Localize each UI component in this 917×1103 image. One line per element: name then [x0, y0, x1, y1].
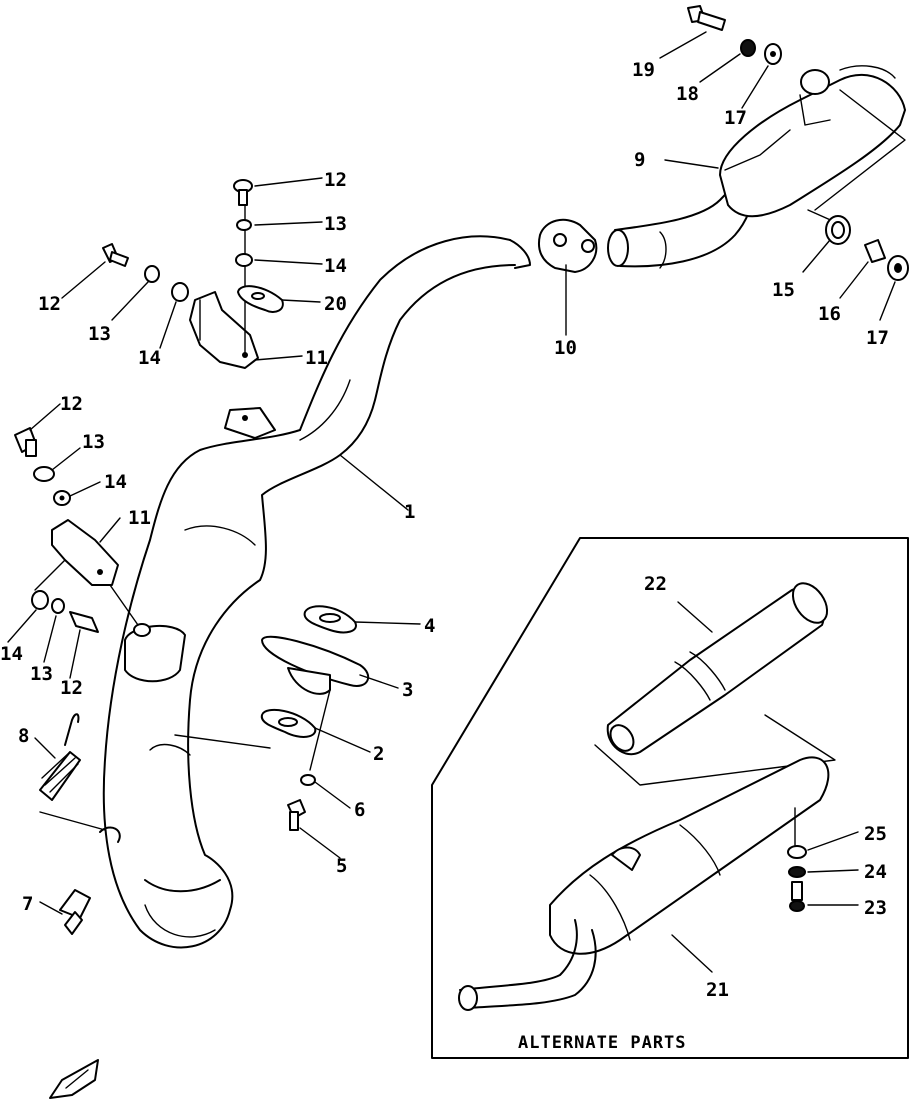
grommet-15: [825, 215, 851, 245]
hook-7: [59, 826, 121, 935]
callout-17-side: 17: [866, 327, 889, 349]
clamp-10: [537, 218, 598, 273]
callout-22: 22: [644, 573, 667, 595]
callout-12-left: 12: [38, 293, 61, 315]
callout-12-top: 12: [324, 169, 347, 191]
callout-5: 5: [336, 855, 347, 877]
washer-14-low: [31, 590, 49, 610]
damper-20: [237, 285, 284, 313]
silencer-22: [594, 582, 836, 786]
bracket-11-lower: [34, 519, 139, 626]
callout-25: 25: [864, 823, 887, 845]
callout-14-left: 14: [138, 347, 161, 369]
callout-24: 24: [864, 861, 887, 883]
callout-labels: 1 2 3 4 5 6 7 8 9 10 11 11 12 12 12 12 1…: [0, 59, 889, 1053]
callout-14-side: 14: [104, 471, 127, 493]
callout-23: 23: [864, 897, 887, 919]
silencer-9: [719, 65, 906, 218]
callout-15: 15: [772, 279, 795, 301]
chamber-boss-lower: [124, 623, 186, 683]
callout-14-top: 14: [324, 255, 347, 277]
callout-2: 2: [373, 743, 384, 765]
washer-6: [300, 774, 316, 786]
washer-18: [740, 39, 756, 57]
callout-11-lower: 11: [128, 507, 151, 529]
silencer-21: [458, 756, 830, 1011]
callout-10: 10: [554, 337, 577, 359]
bolt-12-left: [102, 243, 129, 267]
alternate-parts-box: [431, 537, 909, 1059]
callout-13-left: 13: [88, 323, 111, 345]
expansion-chamber: [102, 235, 531, 949]
washer-14-side: [53, 490, 71, 506]
callout-19: 19: [632, 59, 655, 81]
callout-7: 7: [22, 893, 33, 915]
gasket-4: [303, 605, 357, 634]
washer-14-top: [235, 253, 253, 267]
callout-17-top: 17: [724, 107, 747, 129]
gasket-2: [260, 708, 317, 738]
bolt-12-top: [233, 179, 253, 206]
washer-17a: [764, 43, 782, 65]
washer-13-side: [33, 466, 55, 482]
bolt-19: [687, 5, 726, 31]
callout-13-side: 13: [82, 431, 105, 453]
front-arrow-icon: [49, 1059, 99, 1099]
callout-21: 21: [706, 979, 729, 1001]
callout-9: 9: [634, 149, 645, 171]
callout-16: 16: [818, 303, 841, 325]
callout-11-upper: 11: [305, 347, 328, 369]
callout-1: 1: [404, 501, 415, 523]
washer-25: [787, 845, 807, 859]
callout-3: 3: [402, 679, 413, 701]
washer-24: [788, 866, 806, 878]
spring-8: [39, 713, 106, 831]
bolt-23: [789, 881, 805, 912]
callout-4: 4: [424, 615, 435, 637]
callout-13-top: 13: [324, 213, 347, 235]
flange-3: [261, 635, 370, 695]
callout-12-side: 12: [60, 393, 83, 415]
washer-13-top: [236, 219, 252, 231]
bolt-12-side: [14, 427, 37, 457]
callout-8: 8: [18, 725, 29, 747]
bracket-11-upper: [189, 184, 259, 369]
alternate-parts-caption: ALTERNATE PARTS: [518, 1033, 687, 1053]
washer-14-left: [171, 282, 189, 302]
callout-18: 18: [676, 83, 699, 105]
chamber-mount-boss: [224, 407, 276, 439]
callout-12-low: 12: [60, 677, 83, 699]
washer-13-left: [144, 265, 160, 283]
callout-14-low: 14: [0, 643, 23, 665]
collar-16: [864, 239, 886, 263]
bolt-5: [287, 799, 306, 831]
callout-13-low: 13: [30, 663, 53, 685]
callout-20: 20: [324, 293, 347, 315]
leader-lines: [7, 31, 896, 973]
bolt-12-low: [69, 611, 99, 633]
washer-17b: [887, 255, 909, 281]
washer-13-low: [51, 598, 65, 614]
callout-6: 6: [354, 799, 365, 821]
